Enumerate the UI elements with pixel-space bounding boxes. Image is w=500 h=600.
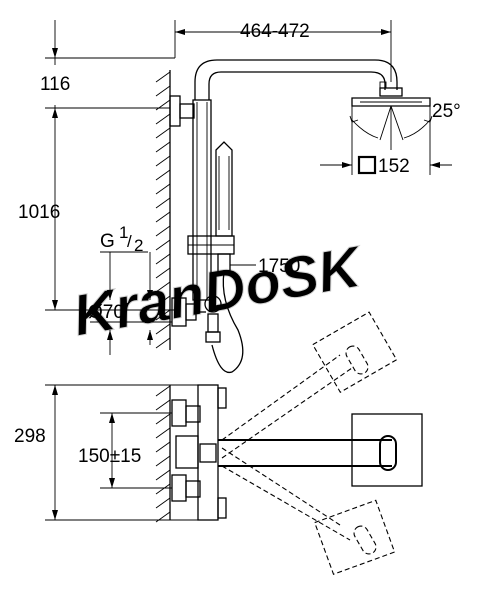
inlet-spacing-label: 150±15 — [78, 446, 141, 467]
handle-rotation-lower — [221, 447, 396, 575]
riser-pipe — [192, 99, 212, 301]
wall-bracket — [169, 95, 195, 127]
head-size-dimension — [320, 106, 452, 175]
shower-arm — [194, 59, 398, 100]
rosette-diameter-label: Ø70 — [88, 302, 124, 323]
wall-hatching-bottom — [155, 385, 171, 523]
handle-rotation-upper — [221, 311, 398, 459]
thread-dimension — [100, 251, 153, 300]
shower-hose — [211, 271, 244, 374]
rail-height-label: 1016 — [18, 202, 60, 223]
thread-label-g: G — [100, 231, 115, 252]
arm-length-dimension — [174, 20, 392, 82]
head-angle-label: 25° — [432, 101, 461, 122]
thread-label-numerator: 1 — [119, 223, 128, 242]
thermostat-handle — [199, 413, 423, 487]
inlet-spacing-dimension — [100, 412, 172, 489]
head-size-label: 152 — [378, 156, 410, 177]
vertical-dimension-chain — [45, 20, 180, 311]
thermostat-height-label: 298 — [14, 426, 46, 447]
hand-shower-height-label: 1750 — [258, 256, 300, 277]
thermostat-body — [171, 384, 227, 521]
head-shower — [351, 81, 431, 107]
rosette-diameter-dimension — [90, 309, 172, 355]
spray-angle-lines — [349, 105, 433, 150]
top-offset-label: 116 — [40, 74, 70, 95]
thread-fraction-slash: / — [127, 232, 132, 251]
arm-length-label: 464-472 — [240, 21, 310, 42]
thermostat-height-dimension — [45, 384, 198, 521]
hand-shower — [215, 141, 233, 237]
thread-label-denominator: 2 — [134, 236, 143, 255]
square-symbol-icon — [357, 155, 377, 175]
connection-rosette — [171, 295, 222, 343]
